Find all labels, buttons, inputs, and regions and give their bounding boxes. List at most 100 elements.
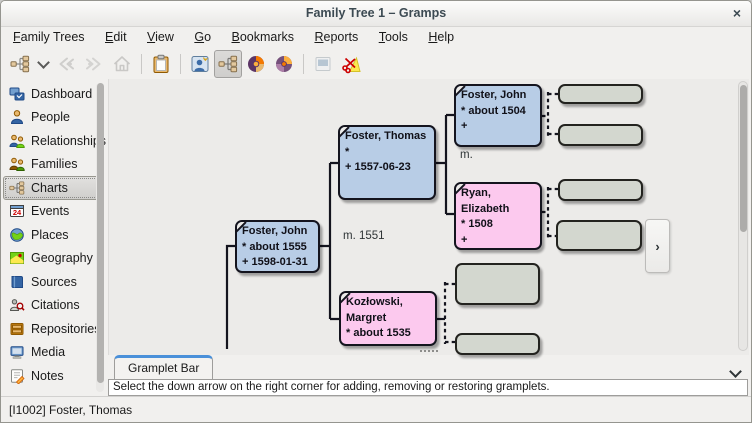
svg-text:24: 24	[13, 208, 22, 217]
person-death: +	[461, 233, 468, 246]
family-trees-dropdown-button[interactable]	[34, 50, 52, 78]
sidebar-item-repositories[interactable]: Repositories	[3, 317, 103, 341]
sidebar-item-charts[interactable]: Charts	[3, 176, 103, 200]
close-icon[interactable]: ×	[732, 5, 741, 21]
sidebar-label: Notes	[31, 368, 64, 383]
active-person-status: [I1002] Foster, Thomas	[9, 403, 133, 417]
sidebar-scrollbar-thumb[interactable]	[96, 83, 104, 383]
scissors-button[interactable]	[337, 50, 365, 78]
sidebar-item-notes[interactable]: Notes	[3, 364, 103, 388]
sidebar-item-citations[interactable]: Citations	[3, 294, 103, 318]
sidebar-label: People	[31, 110, 70, 125]
media-icon	[9, 344, 25, 360]
gramplet-bar-tab[interactable]: Gramplet Bar	[114, 355, 214, 379]
toolbar-separator	[141, 54, 142, 74]
charts-icon	[9, 180, 25, 196]
person-box-foster-john-1555[interactable]: Foster, John * about 1555 + 1598-01-31	[235, 220, 320, 273]
empty-person-box[interactable]	[556, 220, 642, 251]
sidebar-item-events[interactable]: 24 Events	[3, 200, 103, 224]
person-box-ryan-elizabeth[interactable]: Ryan, Elizabeth * 1508 +	[454, 182, 542, 250]
person-birth: * about 1504	[461, 104, 526, 117]
sidebar-label: Media	[31, 345, 66, 360]
menu-view[interactable]: View	[147, 30, 174, 44]
active-person-button[interactable]	[186, 50, 214, 78]
expand-right-button[interactable]: ›	[645, 219, 670, 273]
empty-person-box[interactable]	[558, 84, 643, 104]
clipboard-icon	[152, 54, 170, 74]
clipboard-button[interactable]	[147, 50, 175, 78]
sidebar-item-dashboard[interactable]: Dashboard	[3, 82, 103, 106]
menu-go[interactable]: Go	[194, 30, 212, 44]
window-title: Family Tree 1 – Gramps	[305, 6, 447, 20]
menu-bookmarks[interactable]: Bookmarks	[231, 30, 295, 44]
menubar: Family Trees Edit View Go Bookmarks Repo…	[1, 26, 751, 49]
person-death: + 1598-01-31	[242, 256, 308, 268]
active-person-icon	[190, 54, 210, 74]
sidebar-label: Citations	[31, 298, 80, 313]
person-name: Kozłowski, Margret	[346, 296, 403, 324]
events-icon: 24	[9, 203, 25, 219]
statusbar: [I1002] Foster, Thomas	[1, 396, 751, 422]
person-birth: * 1508	[461, 218, 493, 230]
marriage-label: m. 1551	[343, 230, 385, 242]
sidebar-item-families[interactable]: Families	[3, 153, 103, 177]
empty-person-box[interactable]	[558, 179, 643, 201]
menu-tools[interactable]: Tools	[378, 30, 408, 44]
person-name: Ryan, Elizabeth	[461, 187, 510, 215]
gramplet-message: Select the down arrow on the right corne…	[108, 379, 748, 396]
empty-person-box[interactable]	[558, 124, 643, 146]
sidebar-item-sources[interactable]: Sources	[3, 270, 103, 294]
forward-button[interactable]	[80, 50, 108, 78]
sidebar-label: Relationships	[31, 133, 107, 148]
menu-reports[interactable]: Reports	[314, 30, 359, 44]
canvas-vertical-scrollbar[interactable]	[738, 81, 748, 351]
sidebar-item-media[interactable]: Media	[3, 341, 103, 365]
sources-icon	[9, 274, 25, 290]
picture-button[interactable]	[309, 50, 337, 78]
menu-edit[interactable]: Edit	[105, 30, 127, 44]
scissors-icon	[341, 54, 361, 74]
empty-person-box[interactable]	[455, 263, 540, 305]
notes-icon	[9, 368, 25, 384]
sidebar-scrollbar[interactable]	[96, 83, 104, 392]
family-trees-button[interactable]	[6, 50, 34, 78]
sidebar-label: Places	[31, 227, 69, 242]
places-icon	[9, 227, 25, 243]
person-box-kozlowski-margret[interactable]: Kozłowski, Margret * about 1535 + before…	[339, 291, 437, 346]
pedigree-icon	[218, 54, 238, 74]
gramplet-bar: Gramplet Bar	[108, 355, 748, 379]
relationships-icon	[9, 133, 25, 149]
sidebar-label: Repositories	[31, 321, 101, 336]
person-name: Foster, Thomas	[345, 130, 427, 142]
chevron-down-icon	[729, 365, 742, 378]
empty-person-box[interactable]	[455, 333, 540, 355]
home-button[interactable]	[108, 50, 136, 78]
toolbar-separator	[303, 54, 304, 74]
sidebar-item-geography[interactable]: Geography	[3, 247, 103, 271]
person-birth: *	[345, 145, 350, 158]
back-button[interactable]	[52, 50, 80, 78]
pedigree-connector-lines	[225, 92, 558, 349]
pedigree-canvas[interactable]: Foster, John * about 1555 + 1598-01-31 F…	[108, 79, 749, 355]
category-sidebar: Dashboard People Relationships	[1, 79, 107, 396]
sidebar-label: Sources	[31, 274, 77, 289]
menu-help[interactable]: Help	[428, 30, 455, 44]
person-box-foster-john-1504[interactable]: Foster, John * about 1504 +	[454, 84, 542, 147]
sidebar-item-places[interactable]: Places	[3, 223, 103, 247]
sidebar-label: Families	[31, 157, 78, 172]
sidebar-item-people[interactable]: People	[3, 106, 103, 130]
family-trees-icon	[10, 54, 30, 74]
canvas-scrollbar-thumb[interactable]	[739, 85, 747, 232]
pedigree-view-button[interactable]	[214, 50, 242, 78]
menu-family-trees[interactable]: Family Trees	[13, 30, 85, 44]
forward-icon	[83, 54, 105, 74]
person-death: + 1557-06-23	[345, 161, 411, 173]
fan-chart-icon	[246, 54, 266, 74]
person-name: Foster, John	[461, 89, 527, 101]
person-box-foster-thomas[interactable]: Foster, Thomas * + 1557-06-23	[338, 125, 436, 200]
person-death: + before 1598	[346, 342, 431, 345]
sidebar-item-relationships[interactable]: Relationships	[3, 129, 107, 153]
fan-chart-button[interactable]	[242, 50, 270, 78]
repositories-icon	[9, 321, 25, 337]
full-fan-chart-button[interactable]	[270, 50, 298, 78]
